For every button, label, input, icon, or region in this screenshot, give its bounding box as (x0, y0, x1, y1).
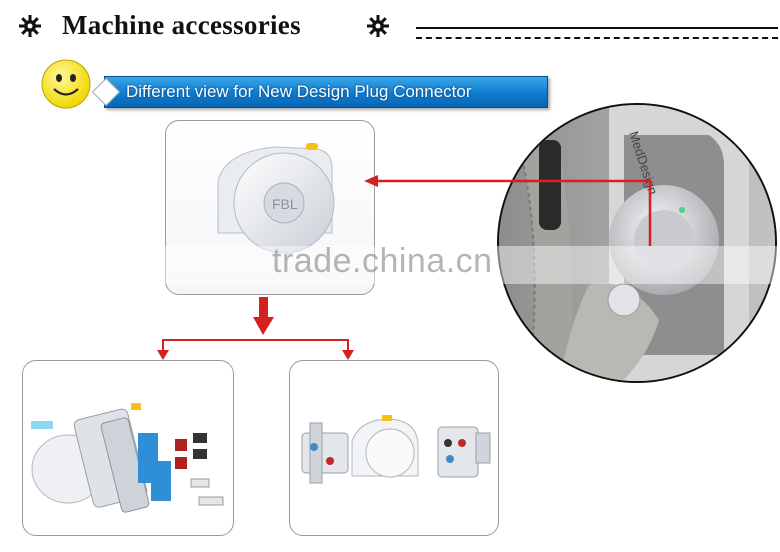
header-rule-dashed (416, 37, 778, 39)
banner-text: Different view for New Design Plug Conne… (126, 82, 472, 101)
plug-connector-panel: FBL (165, 120, 375, 295)
arrow-split (162, 339, 349, 352)
watermark: trade.china.cn (272, 242, 493, 280)
exploded-view-panel (22, 360, 234, 536)
watermark-band (160, 246, 780, 284)
page-title: Machine accessories (62, 10, 301, 40)
side-views-panel (289, 360, 499, 536)
gear-icon (367, 15, 389, 37)
arrow-head-down-left (157, 350, 169, 360)
arrow-head-down-right (342, 350, 354, 360)
gear-icon (19, 15, 41, 37)
plug-connector-image: FBL (217, 143, 335, 254)
banner (104, 76, 548, 108)
exploded-view-image (31, 403, 224, 513)
arrow-head-left (364, 175, 378, 187)
plug-logo: FBL (272, 196, 298, 212)
arrow-from-detail (376, 179, 652, 246)
side-views-image (301, 415, 491, 484)
smiley-icon (41, 59, 91, 109)
machine-detail-image: MedDesign (499, 105, 775, 381)
arrow-down-main (253, 297, 274, 335)
header-rule (416, 27, 778, 29)
detail-circle: MedDesign (497, 103, 777, 383)
